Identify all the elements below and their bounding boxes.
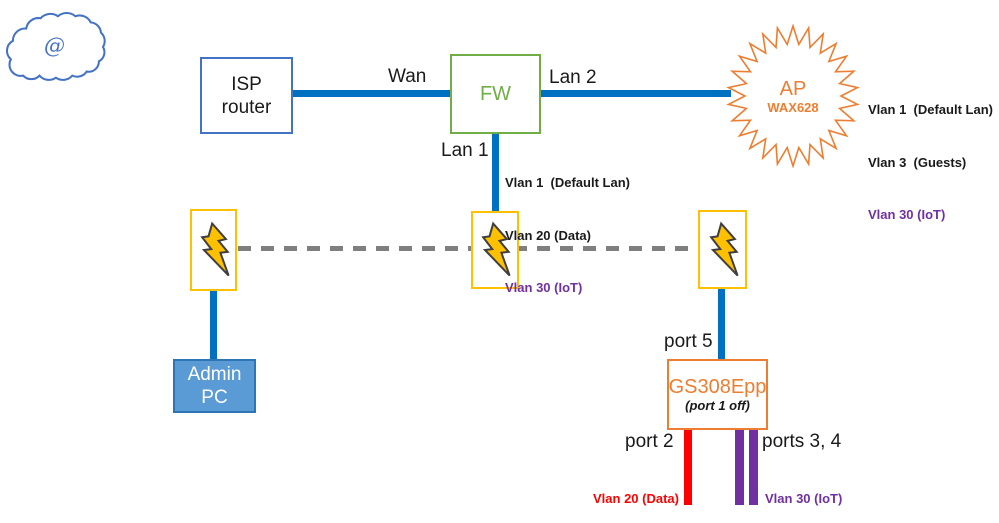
ap-starburst-shape xyxy=(726,23,860,169)
internet-cloud-icon xyxy=(2,6,118,97)
lan1-label: Lan 1 xyxy=(441,140,489,161)
lan1-vlan-20: Vlan 20 (Data) xyxy=(505,227,591,243)
isp-router-node: ISP router xyxy=(200,57,293,134)
wan-link-line xyxy=(293,90,450,97)
vlan30-iot-label: Vlan 30 (IoT) xyxy=(765,491,843,506)
lightning-bolt-icon xyxy=(199,221,230,277)
lightning-bolt-icon xyxy=(708,221,739,276)
powerline-adapter-left xyxy=(190,209,237,291)
port4-vlan30-line xyxy=(749,430,758,505)
port2-vlan20-line xyxy=(684,430,692,505)
powerline-dashed-link xyxy=(238,246,702,251)
lan1-vlan-list: Vlan 1 (Default Lan) Vlan 20 (Data) Vlan… xyxy=(505,139,630,332)
powerline-adapter-right xyxy=(698,210,747,289)
firewall-node: FW xyxy=(450,54,541,134)
port5-label: port 5 xyxy=(664,331,713,352)
lan1-link-line xyxy=(492,134,499,211)
lan2-link-line xyxy=(541,90,731,97)
access-point-model: WAX628 xyxy=(767,100,819,115)
admin-pc-label-line2: PC xyxy=(201,387,228,408)
switch-node: GS308Epp (port 1 off) xyxy=(667,359,768,430)
switch-label: GS308Epp xyxy=(668,376,767,398)
port5-link-line xyxy=(718,289,725,359)
ap-vlan-1: Vlan 1 (Default Lan) xyxy=(868,102,993,117)
adminpc-link-line xyxy=(210,291,217,359)
powerline-adapter-middle xyxy=(471,211,519,289)
admin-pc-label-line1: Admin xyxy=(187,364,242,385)
internet-at-symbol: @ xyxy=(44,34,65,58)
switch-note: (port 1 off) xyxy=(685,398,750,413)
access-point-node xyxy=(726,23,860,173)
admin-pc-node: Admin PC xyxy=(173,359,256,413)
ap-vlan-3: Vlan 3 (Guests) xyxy=(868,154,967,170)
isp-router-label-line2: router xyxy=(221,96,272,118)
isp-router-label-line1: ISP xyxy=(231,73,262,95)
port3-vlan30-line xyxy=(735,430,744,505)
ap-vlan-30: Vlan 30 (IoT) xyxy=(868,207,946,222)
port2-label: port 2 xyxy=(625,431,674,452)
lan1-vlan-1: Vlan 1 (Default Lan) xyxy=(505,175,630,190)
firewall-label: FW xyxy=(479,82,512,105)
ports34-label: ports 3, 4 xyxy=(762,431,842,452)
ap-vlan-list: Vlan 1 (Default Lan) Vlan 3 (Guests) Vla… xyxy=(868,66,993,259)
lan2-label: Lan 2 xyxy=(549,67,597,88)
wan-label: Wan xyxy=(388,66,427,87)
lan1-vlan-30: Vlan 30 (IoT) xyxy=(505,280,583,295)
lightning-bolt-icon xyxy=(481,221,511,277)
access-point-label: AP xyxy=(779,78,807,100)
vlan20-data-label: Vlan 20 (Data) xyxy=(593,491,679,506)
